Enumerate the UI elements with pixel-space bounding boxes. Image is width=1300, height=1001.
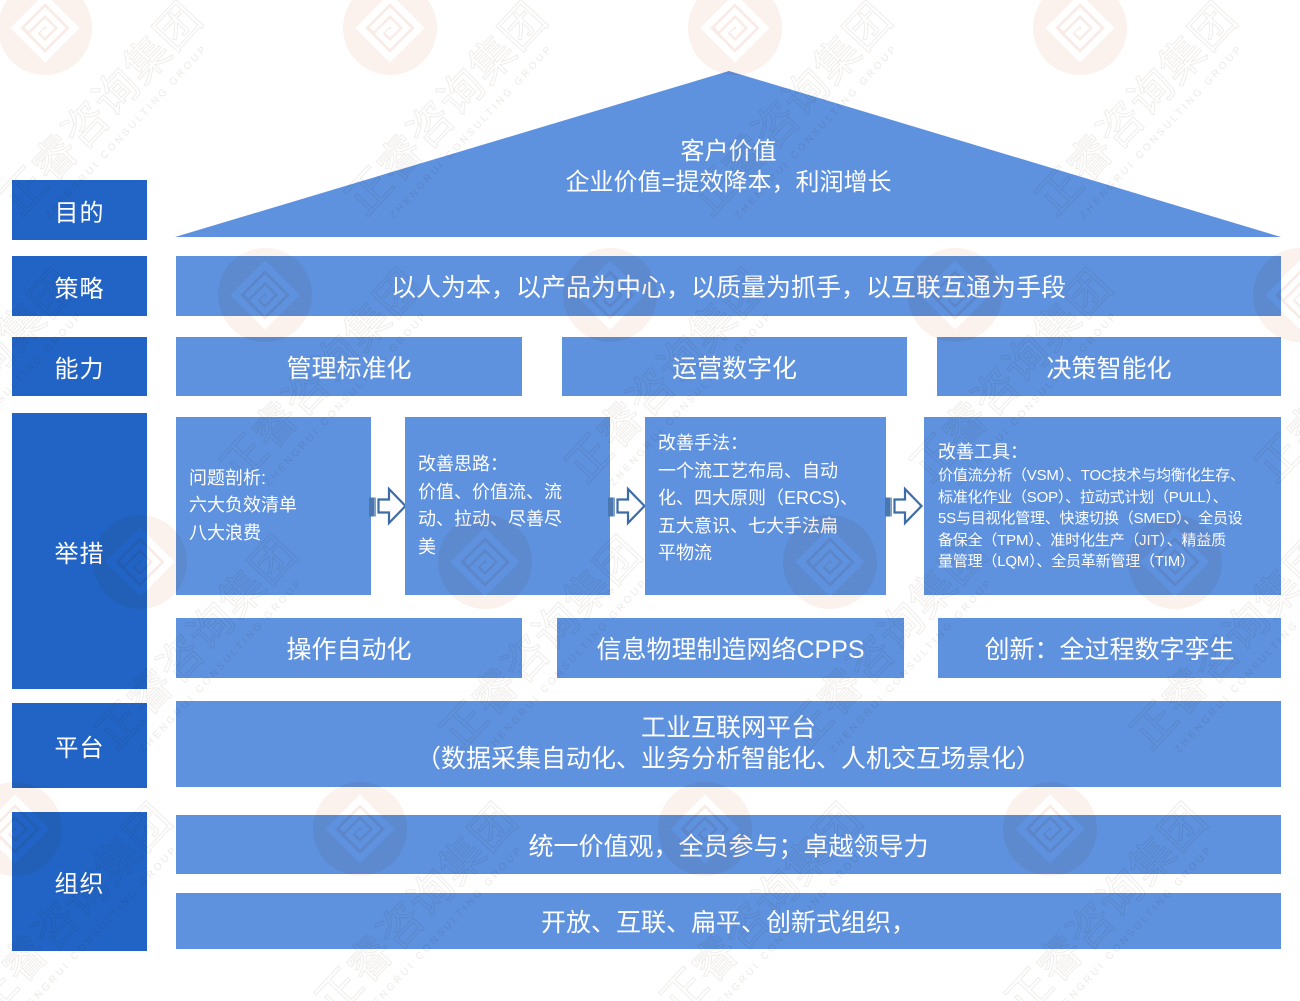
flow-box-body: 六大负效清单 八大浪费 <box>189 495 297 543</box>
roof-title: 客户价值 企业价值=提效降本，利润增长 <box>176 136 1281 198</box>
rail-label-capability: 能力 <box>12 337 147 396</box>
watermark-cn-text: 正睿咨询集团 <box>336 0 557 225</box>
watermark-cn-text: 正睿咨询集团 <box>281 768 546 1001</box>
flow-box-body: 价值、价值流、流 动、拉动、尽善尽 美 <box>418 481 562 557</box>
flow-box-body: 价值流分析（VSM）、TOC技术与均衡化生存、 标准化作业（SOP）、拉动式计划… <box>938 467 1245 571</box>
platform-bar: 工业互联网平台 （数据采集自动化、业务分析智能化、人机交互场景化） <box>176 701 1281 787</box>
flow-box-improvement-thinking: 改善思路： 价值、价值流、流 动、拉动、尽善尽 美 <box>405 417 610 595</box>
initiatives-box-cpps: 信息物理制造网络CPPS <box>557 618 904 678</box>
strategy-bar: 以人为本，以产品为中心，以质量为抓手，以互联互通为手段 <box>176 256 1281 316</box>
watermark-logo-icon <box>0 0 92 75</box>
initiatives-box-digital-twin: 创新：全过程数字孪生 <box>938 618 1281 678</box>
watermark-en-text: ZHENGRUI CONSULTING GROUP <box>732 42 901 222</box>
organization-bar-values: 统一价值观，全员参与；卓越领导力 <box>176 815 1281 874</box>
rail-label-organization: 组织 <box>12 812 147 951</box>
watermark-cn-text: 正睿咨询集团 <box>971 768 1236 1001</box>
organization-bar-structure: 开放、互联、扁平、创新式组织， <box>176 893 1281 949</box>
flow-box-title: 改善工具： <box>938 442 1028 463</box>
flow-box-title: 改善思路： <box>418 454 508 474</box>
watermark-cn-text: 正睿咨询集团 <box>681 0 902 225</box>
capability-box-decision-intelligence: 决策智能化 <box>937 337 1281 396</box>
rail-label-platform: 平台 <box>12 703 147 788</box>
rail-label-purpose: 目的 <box>12 180 147 240</box>
capability-box-operation-digitalization: 运营数字化 <box>562 337 907 396</box>
flow-box-problem-analysis: 问题剖析: 六大负效清单 八大浪费 <box>176 417 371 595</box>
flow-box-improvement-tools: 改善工具： 价值流分析（VSM）、TOC技术与均衡化生存、 标准化作业（SOP）… <box>924 417 1281 595</box>
capability-box-management-standardization: 管理标准化 <box>176 337 522 396</box>
flow-arrow-icon <box>885 486 924 526</box>
rail-label-initiatives: 举措 <box>12 413 147 689</box>
flow-box-title: 问题剖析: <box>189 467 267 488</box>
flow-arrow-icon <box>369 486 408 526</box>
watermark-logo-icon <box>1033 0 1127 75</box>
watermark-cn-text: 正睿咨询集团 <box>1026 0 1247 225</box>
rail-label-strategy: 策略 <box>12 256 147 316</box>
flow-box-body: 一个流工艺布局、自动 化、四大原则（ERCS)、 五大意识、七大手法扁 平物流 <box>658 460 859 564</box>
flow-arrow-icon <box>608 486 647 526</box>
watermark-en-text: ZHENGRUI CONSULTING GROUP <box>387 42 556 222</box>
watermark-logo-icon <box>343 0 437 75</box>
watermark-logo-icon <box>688 0 782 75</box>
initiatives-box-operation-automation: 操作自动化 <box>176 618 522 678</box>
platform-bar-line2: （数据采集自动化、业务分析智能化、人机交互场景化） <box>415 745 1041 773</box>
platform-bar-line1: 工业互联网平台 <box>640 714 816 742</box>
flow-box-improvement-methods: 改善手法： 一个流工艺布局、自动 化、四大原则（ERCS)、 五大意识、七大手法… <box>645 417 886 595</box>
watermark-cn-text: 正睿咨询集团 <box>626 768 891 1001</box>
roof-title-line2: 企业价值=提效降本，利润增长 <box>565 169 892 196</box>
roof-title-line1: 客户价值 <box>680 138 777 165</box>
flow-box-title: 改善手法： <box>658 433 748 454</box>
watermark-en-text: ZHENGRUI CONSULTING GROUP <box>1077 42 1246 222</box>
